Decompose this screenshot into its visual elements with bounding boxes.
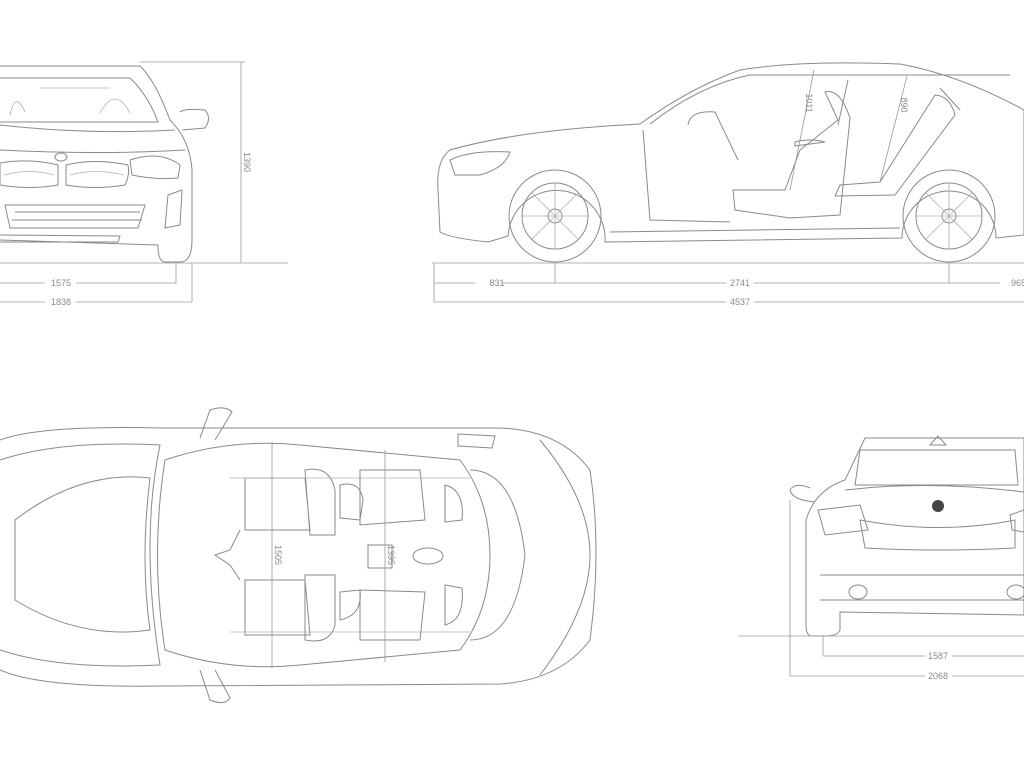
front-shoulder-width-label: 1505 xyxy=(273,545,283,565)
brand-logo xyxy=(932,500,944,512)
front-track-label: 1575 xyxy=(51,278,71,288)
front-view: 1575 1838 1390 xyxy=(0,61,288,307)
length-label: 4537 xyxy=(730,297,750,307)
wheelbase-label: 2741 xyxy=(730,278,750,288)
front-width-label: 1838 xyxy=(51,297,71,307)
rear-track-label: 1587 xyxy=(928,651,948,661)
rear-width-label: 2068 xyxy=(928,671,948,681)
rear-shoulder-width-label: 1395 xyxy=(386,545,396,565)
side-view: 1011 890 831 2741 965 4537 xyxy=(432,62,1024,307)
rear-headroom-label: 890 xyxy=(899,97,909,112)
rear-overhang-label: 965 xyxy=(1011,278,1024,288)
top-view: 1505 1395 xyxy=(0,407,597,704)
front-overhang-label: 831 xyxy=(489,278,504,288)
rear-view: 1587 2068 xyxy=(738,435,1024,681)
front-headroom-label: 1011 xyxy=(804,93,814,112)
height-label: 1390 xyxy=(242,152,252,172)
